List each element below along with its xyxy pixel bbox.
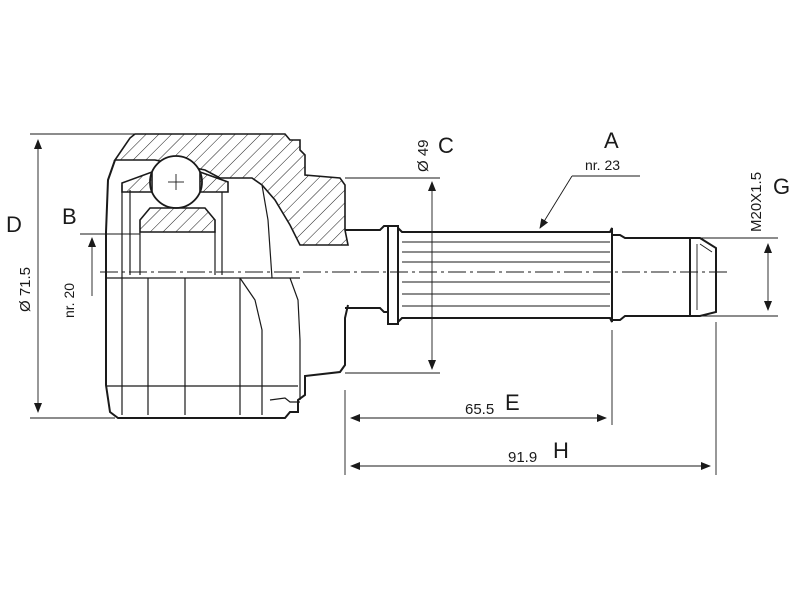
length-e-value: 65.5	[465, 401, 494, 418]
diameter-d-value: Ø 71.5	[17, 267, 34, 312]
spline-count-a: nr. 23	[585, 157, 620, 173]
spline-count-b: nr. 20	[61, 283, 77, 318]
length-h-value: 91.9	[508, 449, 537, 466]
label-a: A	[604, 128, 619, 153]
label-b: B	[62, 204, 77, 229]
housing-outline	[105, 159, 349, 419]
label-h: H	[553, 438, 569, 463]
label-g: G	[773, 174, 790, 199]
dimension-lines	[30, 133, 778, 475]
housing-section	[113, 133, 349, 246]
label-d: D	[6, 212, 22, 237]
stub-shaft	[345, 225, 717, 325]
diameter-c-value: Ø 49	[415, 139, 432, 172]
label-c: C	[438, 133, 454, 158]
label-e: E	[505, 390, 520, 415]
thread-g-value: M20X1.5	[748, 172, 765, 232]
